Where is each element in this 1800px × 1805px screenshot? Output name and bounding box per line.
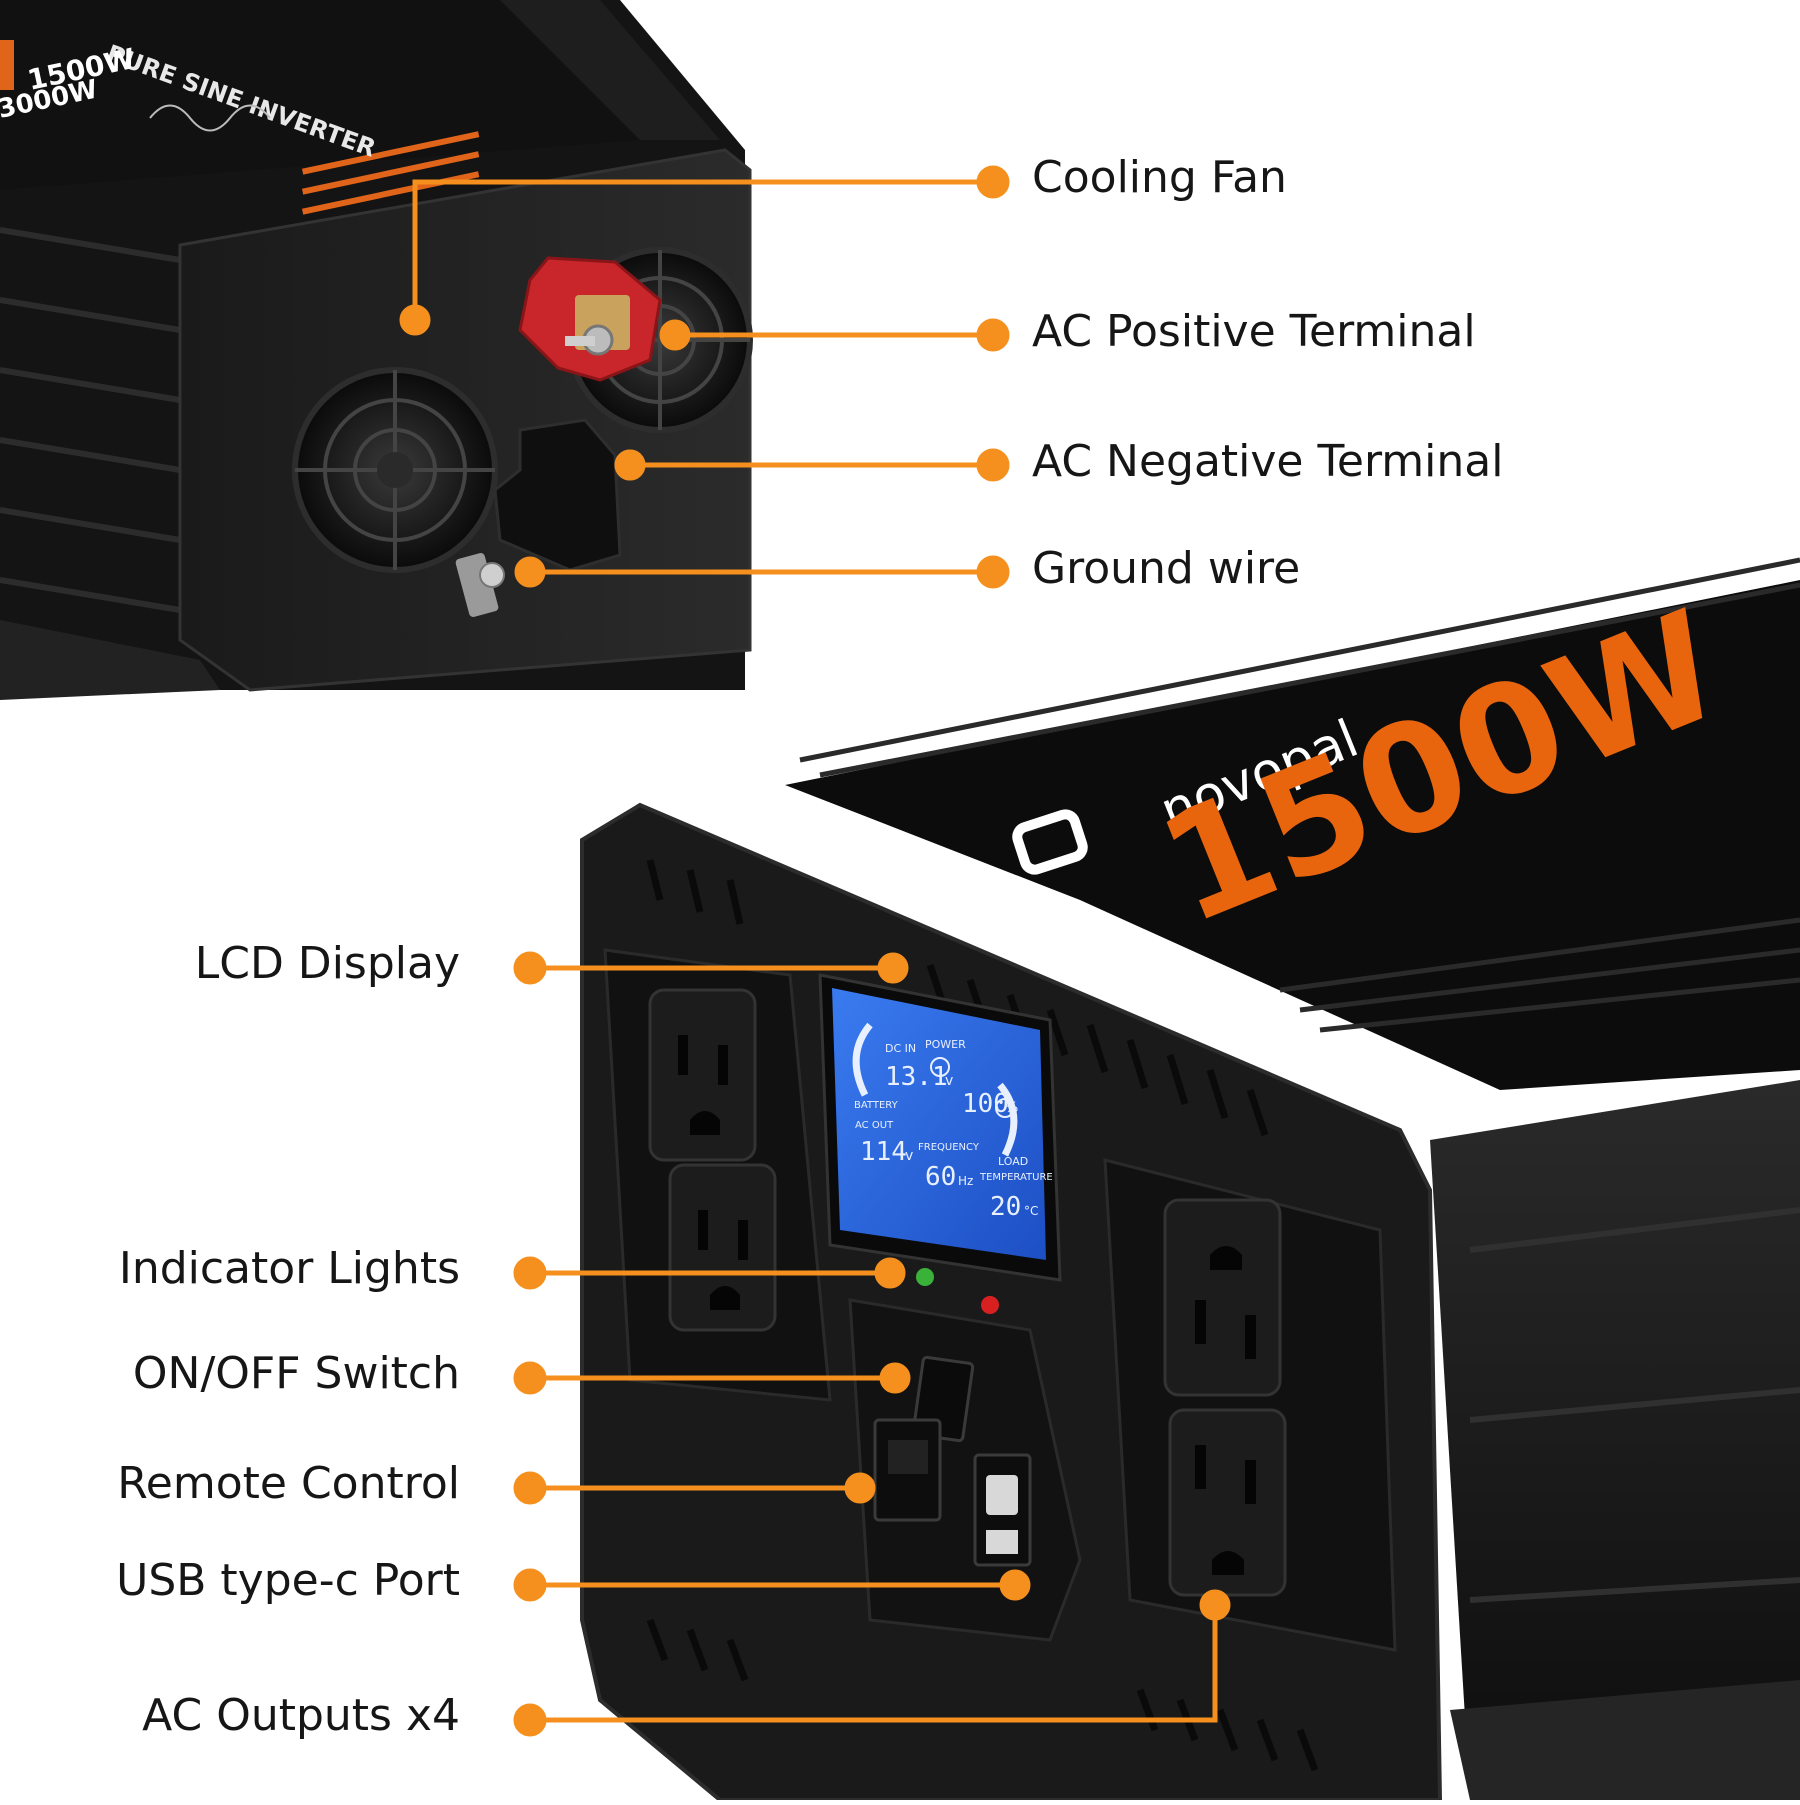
lcd-temperature-unit: °C — [1024, 1204, 1038, 1218]
lcd-load-gauge-icon — [997, 1082, 1018, 1157]
lcd-dc-in-unit: v — [945, 1073, 953, 1089]
indicator-light-red — [981, 1296, 999, 1314]
cooling-fan-left — [292, 367, 498, 573]
ac-outlets-left — [603, 948, 832, 1402]
lcd-temperature-value: 20 — [990, 1192, 1021, 1222]
ac-positive-terminal — [518, 256, 662, 382]
lcd-dc-in-label: DC IN — [885, 1042, 916, 1055]
lcd-ac-out-unit: v — [905, 1148, 913, 1164]
callout-cooling-fan: Cooling Fan — [1032, 152, 1287, 203]
lcd-power-icon — [930, 1057, 950, 1077]
lcd-load-value: 100 — [962, 1089, 1009, 1119]
lcd-ac-out-label: AC OUT — [855, 1120, 894, 1131]
callout-ac-outputs: AC Outputs x4 — [142, 1690, 460, 1741]
callout-usb-type-c-port: USB type-c Port — [116, 1555, 460, 1606]
lcd-battery-gauge-icon — [852, 1022, 873, 1097]
callout-lcd-display: LCD Display — [194, 938, 460, 989]
callout-lines — [399, 165, 1231, 1737]
lcd-frequency-value: 60 — [925, 1162, 956, 1192]
indicator-light-green — [916, 1268, 934, 1286]
bottom-inverter: novopal 1500W — [580, 557, 1800, 1802]
lcd-lightbulb-icon — [995, 1098, 1015, 1118]
lcd-battery-label: BATTERY — [854, 1100, 899, 1111]
callout-ac-positive-terminal: AC Positive Terminal — [1032, 306, 1476, 357]
lcd-power-label: POWER — [925, 1038, 966, 1051]
ac-outlets-right — [1103, 1158, 1397, 1652]
top-label-panel: PURE SINE INVERTER 1500W 3000W — [0, 0, 640, 215]
callout-ac-negative-terminal: AC Negative Terminal — [1032, 436, 1504, 487]
callout-remote-control: Remote Control — [117, 1458, 460, 1509]
callout-on-off-switch: ON/OFF Switch — [132, 1348, 460, 1399]
lcd-frequency-label: FREQUENCY — [918, 1142, 980, 1153]
lcd-frequency-unit: Hz — [958, 1174, 973, 1188]
lcd-temperature-label: TEMPERATURE — [979, 1172, 1053, 1183]
lcd-display: DC IN 13.1 v POWER BATTERY 100 % LOAD AC… — [818, 973, 1062, 1282]
lcd-load-label: LOAD — [998, 1155, 1028, 1168]
callout-ground-wire: Ground wire — [1032, 543, 1301, 594]
lcd-dc-in-value: 13.1 — [885, 1062, 948, 1092]
top-inverter: PURE SINE INVERTER 1500W 3000W — [0, 0, 753, 700]
callout-indicator-lights: Indicator Lights — [118, 1243, 460, 1294]
ground-wire-screw — [455, 553, 505, 617]
lcd-ac-out-value: 114 — [860, 1137, 907, 1167]
